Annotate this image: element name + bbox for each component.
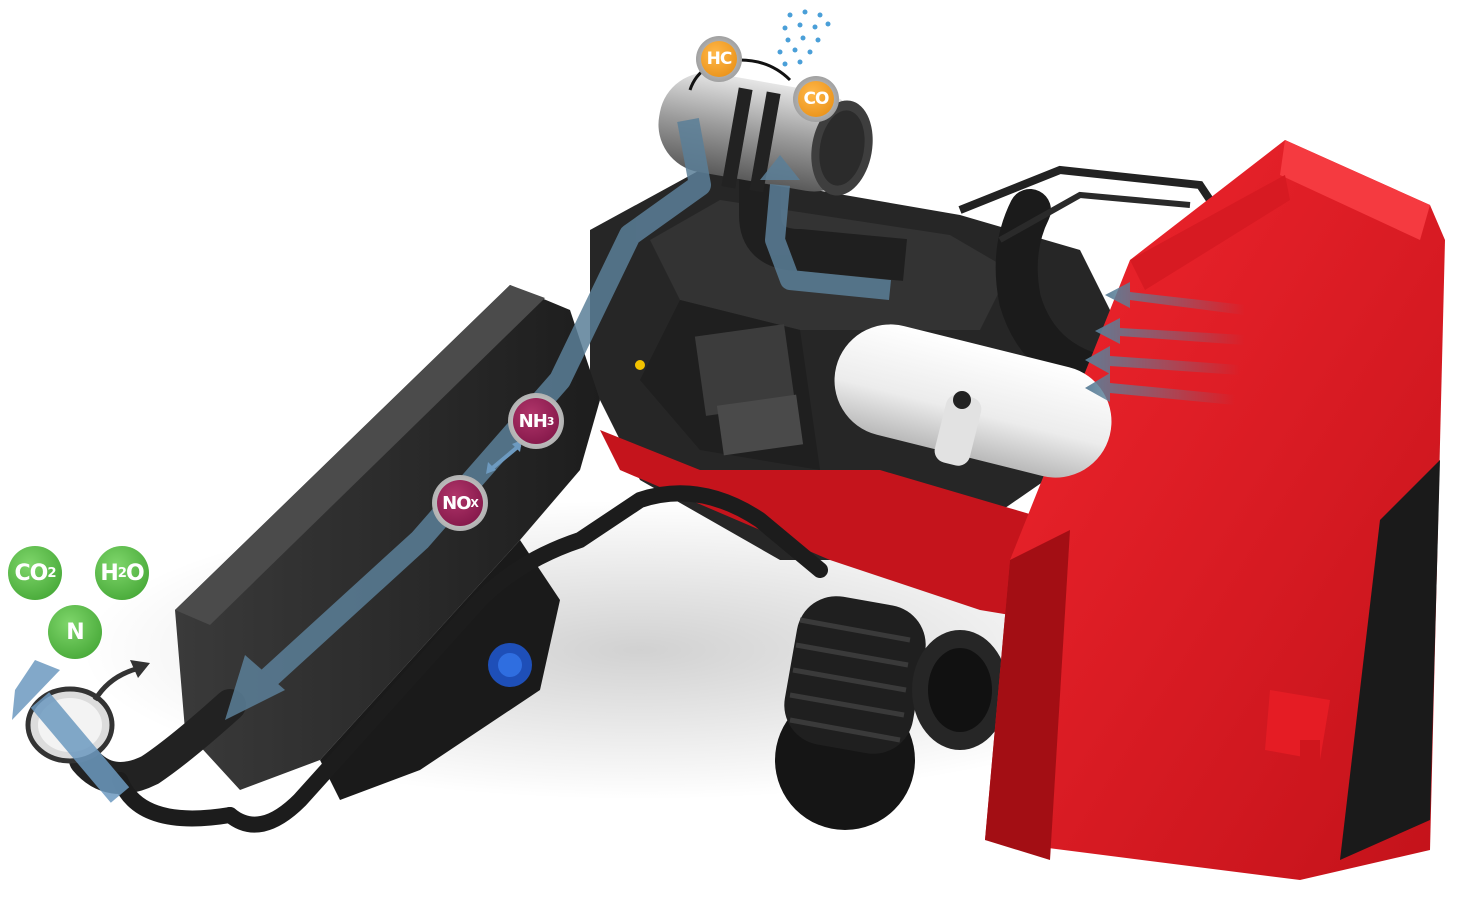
nh3-subscript: 3 xyxy=(546,414,554,428)
nox-label: NO xyxy=(442,492,471,514)
hc-label: HC xyxy=(701,41,737,77)
h2o-subscript: 2 xyxy=(117,565,127,581)
flow-arrow-head-exit xyxy=(12,660,60,720)
cooling-package xyxy=(985,140,1445,880)
flow-arrow-head-doc xyxy=(760,155,800,180)
h2o-label-h: H xyxy=(100,560,118,586)
exhaust-flow-arrows xyxy=(12,118,891,803)
co2-subscript: 2 xyxy=(47,565,56,581)
nh3-label: NH xyxy=(518,410,548,432)
n-label: N xyxy=(48,605,102,659)
emission-dots xyxy=(777,9,831,67)
co-label: CO xyxy=(798,81,834,117)
air-intake-filter xyxy=(775,596,1008,830)
coolant-expansion-tank xyxy=(834,324,1112,478)
hc-badge: HC xyxy=(696,36,742,82)
h2o-label-o: O xyxy=(125,560,145,586)
intake-air-arrows xyxy=(1085,282,1245,405)
n-badge: N xyxy=(48,605,102,659)
co2-label: CO xyxy=(14,560,48,586)
nox-subscript: X xyxy=(470,496,479,510)
chassis-frame xyxy=(600,430,1050,620)
coolant-line xyxy=(222,485,828,833)
charge-air-pipe xyxy=(995,189,1141,401)
nox-nh3-link xyxy=(488,443,522,472)
flow-arrow-head-scr xyxy=(225,655,285,720)
co-badge: CO xyxy=(793,76,839,122)
